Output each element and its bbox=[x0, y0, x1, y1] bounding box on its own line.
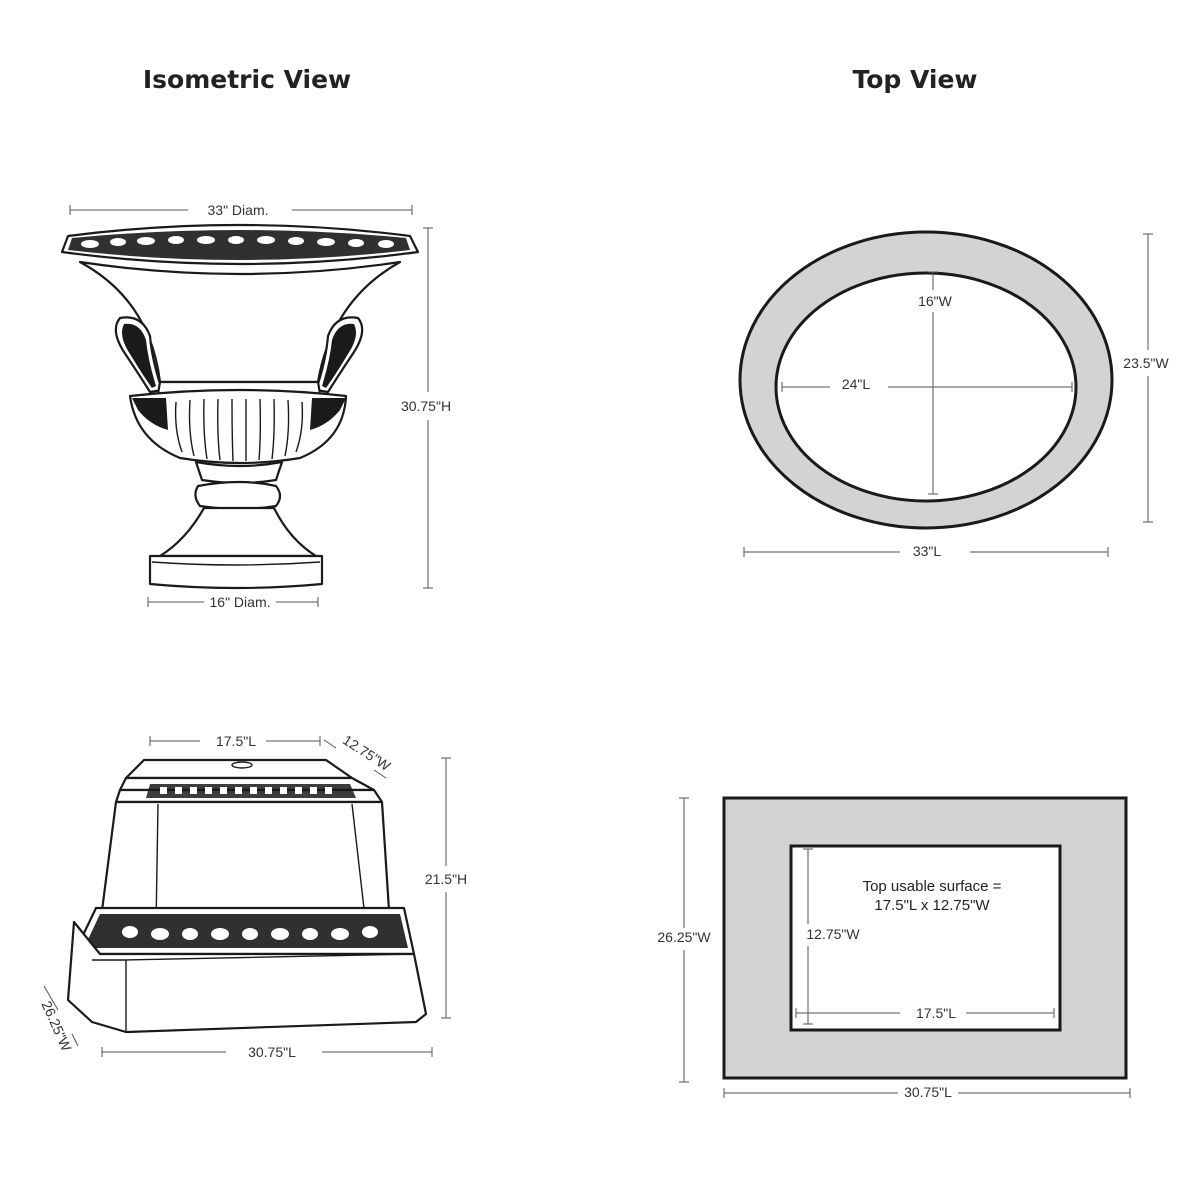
pedestal-top-length-label: 17.5"L bbox=[216, 733, 256, 749]
pedestal-inner-width-label: 12.75"W bbox=[806, 926, 860, 942]
urn-inner-width-label: 16"W bbox=[918, 293, 953, 309]
top-surface-label-line1: Top usable surface = bbox=[863, 878, 1002, 895]
urn-iso-dimensions bbox=[69, 205, 433, 607]
urn-inner-length-label: 24"L bbox=[842, 376, 871, 392]
pedestal-base-length-label: 30.75"L bbox=[248, 1044, 296, 1060]
pedestal-outer-length-label: 30.75"L bbox=[904, 1084, 952, 1100]
isometric-view-title: Isometric View bbox=[143, 65, 351, 94]
urn-outer-length-label: 33"L bbox=[913, 543, 942, 559]
pedestal-top-width-label: 12.75"W bbox=[340, 732, 394, 775]
pedestal-top-drawing bbox=[679, 796, 1131, 1098]
pedestal-inner-length-label: 17.5"L bbox=[916, 1005, 956, 1021]
pedestal-base-width-label: 26.25"W bbox=[38, 998, 75, 1054]
pedestal-isometric-drawing bbox=[66, 758, 428, 1034]
top-view-title: Top View bbox=[852, 65, 977, 94]
pedestal-height-label: 21.5"H bbox=[425, 871, 467, 887]
pedestal-iso-dimensions bbox=[43, 736, 451, 1057]
pedestal-outer-width-label: 26.25"W bbox=[657, 929, 711, 945]
urn-height-label: 30.75"H bbox=[401, 398, 451, 414]
urn-top-drawing bbox=[738, 230, 1153, 557]
urn-top-diameter-label: 33" Diam. bbox=[208, 202, 269, 218]
urn-base-diameter-label: 16" Diam. bbox=[210, 594, 271, 610]
urn-isometric-drawing bbox=[60, 223, 420, 590]
urn-outer-width-label: 23.5"W bbox=[1123, 355, 1169, 371]
top-surface-label-line2: 17.5"L x 12.75"W bbox=[874, 897, 990, 914]
